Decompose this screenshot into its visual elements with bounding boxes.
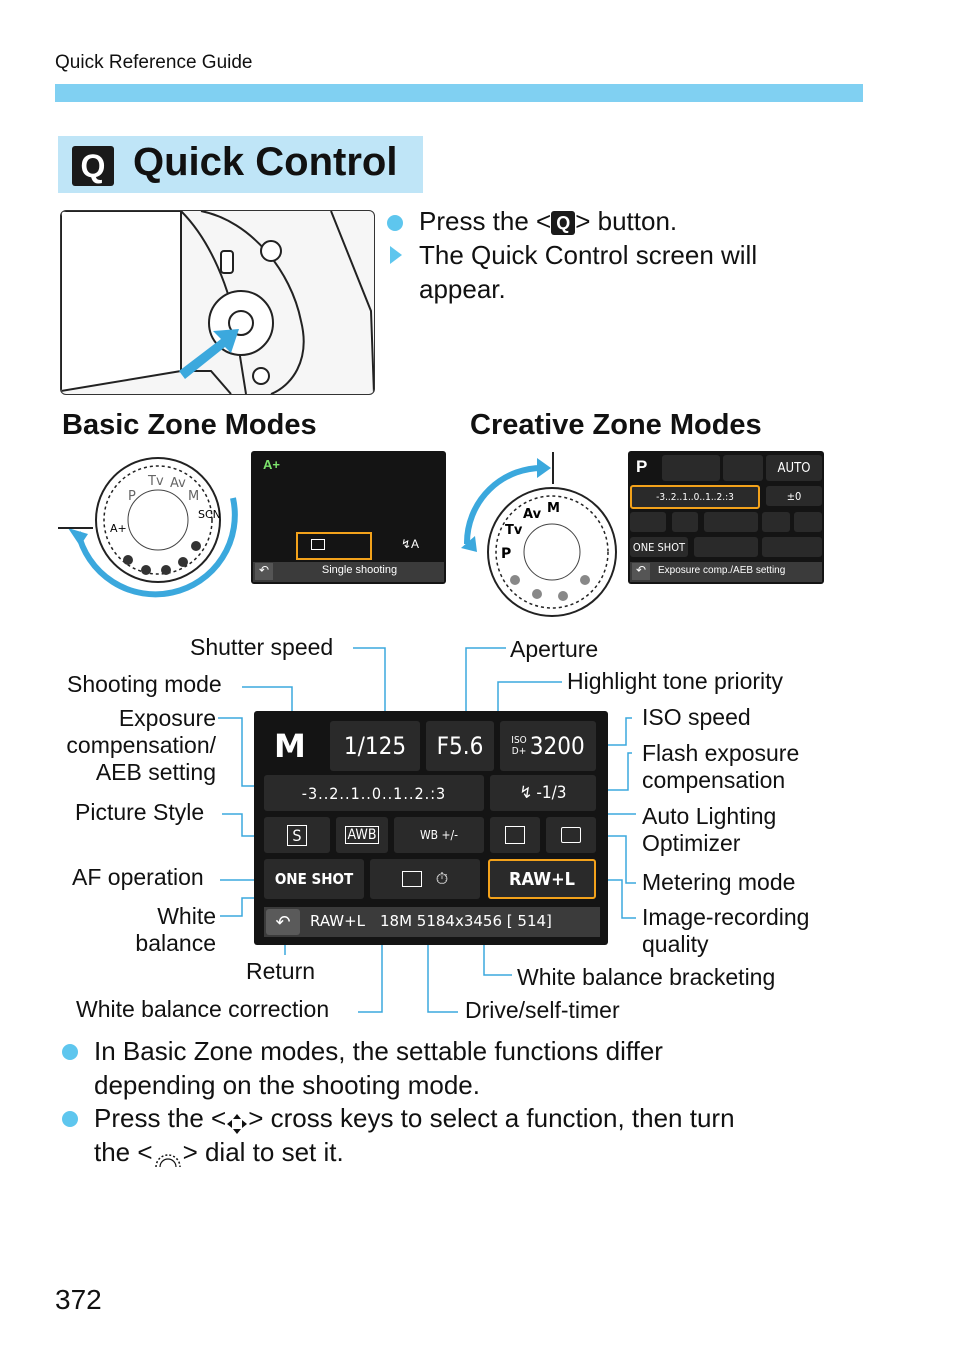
picture-style-cell[interactable]: S <box>264 817 330 853</box>
note-2: Press the < > cross keys to select a func… <box>94 1101 735 1169</box>
label-exposure-comp-line-2: compensation/ <box>40 732 216 759</box>
label-metering-mode: Metering mode <box>642 869 795 896</box>
label-wb-correction: White balance correction <box>76 996 329 1023</box>
metering-mode-cell[interactable] <box>546 817 596 853</box>
label-white-balance-line-1: White <box>100 903 216 930</box>
label-af-operation: AF operation <box>72 864 204 891</box>
label-return: Return <box>246 958 315 985</box>
label-alo-line-2: Optimizer <box>642 830 776 857</box>
label-aperture: Aperture <box>510 636 598 663</box>
label-drive-self-timer: Drive/self-timer <box>465 997 620 1024</box>
flash-comp-icon: ↯ <box>520 783 533 803</box>
label-flash-exposure-line-2: compensation <box>642 767 799 794</box>
note-bullet-icon <box>62 1044 78 1060</box>
alo-icon <box>505 826 525 844</box>
image-quality-cell[interactable]: RAW+L <box>488 859 596 899</box>
af-operation-cell[interactable]: ONE SHOT <box>264 859 364 899</box>
note-1-line-1: In Basic Zone modes, the settable functi… <box>94 1034 663 1068</box>
wb-correction-cell[interactable]: WB +/- <box>394 817 484 853</box>
label-image-quality-line-2: quality <box>642 931 809 958</box>
shooting-mode-value[interactable]: M <box>274 727 306 765</box>
auto-lighting-optimizer-cell[interactable] <box>490 817 540 853</box>
label-shutter-speed: Shutter speed <box>190 634 333 661</box>
label-alo-line-1: Auto Lighting <box>642 803 776 830</box>
label-flash-exposure: Flash exposure compensation <box>642 740 799 794</box>
iso-tag-top: ISO <box>511 735 526 746</box>
label-auto-lighting-optimizer: Auto Lighting Optimizer <box>642 803 776 857</box>
label-highlight-tone-priority: Highlight tone priority <box>567 668 783 695</box>
label-white-balance-line-2: balance <box>100 930 216 957</box>
label-white-balance: White balance <box>100 903 216 957</box>
drive-self-timer-cell[interactable]: ⏱ <box>370 859 480 899</box>
shutter-speed-cell[interactable]: 1/125 <box>330 721 420 771</box>
label-exposure-comp-line-3: AEB setting <box>40 759 216 786</box>
iso-value: 3200 <box>530 732 585 760</box>
label-image-quality: Image-recording quality <box>642 904 809 958</box>
exposure-comp-scale[interactable]: -3..2..1..0..1..2.:3 <box>264 775 484 811</box>
main-dial-icon <box>153 1143 183 1165</box>
note-2-text-b: > cross keys to select a function, then … <box>248 1103 734 1133</box>
highlight-tone-priority-tag: D+ <box>512 746 526 757</box>
label-flash-exposure-line-1: Flash exposure <box>642 740 799 767</box>
note-1-line-2: depending on the shooting mode. <box>94 1068 663 1102</box>
white-balance-cell[interactable]: AWB <box>336 817 388 853</box>
cross-keys-icon <box>226 1109 248 1131</box>
aperture-cell[interactable]: F5.6 <box>426 721 494 771</box>
footer-image-size: 18M 5184x3456 [ 514] <box>380 912 552 930</box>
label-picture-style: Picture Style <box>75 799 204 826</box>
note-1: In Basic Zone modes, the settable functi… <box>94 1034 663 1102</box>
page-number: 372 <box>55 1284 102 1316</box>
label-shooting-mode: Shooting mode <box>67 671 222 698</box>
flash-exposure-comp-cell[interactable]: ↯-1/3 <box>490 775 596 811</box>
note-2-text-c: the < <box>94 1137 153 1167</box>
white-balance-value: AWB <box>345 826 380 844</box>
label-wb-bracketing: White balance bracketing <box>517 964 775 991</box>
return-button[interactable]: ↶ <box>266 909 300 935</box>
label-exposure-comp-line-1: Exposure <box>40 705 216 732</box>
footer-quality: RAW+L <box>310 912 365 930</box>
flash-comp-value: -1/3 <box>536 783 566 803</box>
picture-style-value: S <box>287 825 306 846</box>
note-2-text-d: > dial to set it. <box>183 1137 344 1167</box>
label-iso-speed: ISO speed <box>642 704 751 731</box>
label-exposure-comp: Exposure compensation/ AEB setting <box>40 705 216 786</box>
note-bullet-icon <box>62 1111 78 1127</box>
label-image-quality-line-1: Image-recording <box>642 904 809 931</box>
self-timer-icon: ⏱ <box>436 869 448 889</box>
drive-icon <box>402 871 422 887</box>
note-2-text-a: Press the < <box>94 1103 226 1133</box>
metering-icon <box>561 827 581 843</box>
quick-control-screen: M 1/125 F5.6 ISOD+ 3200 -3..2..1..0..1..2… <box>254 711 608 945</box>
